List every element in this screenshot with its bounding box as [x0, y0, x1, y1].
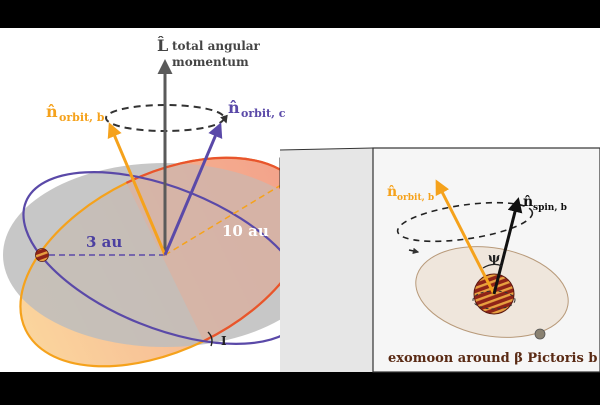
precession-arrow: [220, 114, 228, 124]
n-orbit-b-symbol: n̂: [46, 102, 58, 121]
inset-precession-arrow: [408, 247, 420, 255]
inset-precession: [396, 201, 534, 243]
inset-caption: exomoon around β Pictoris b: [388, 351, 597, 366]
inset-n-orbit-sub: orbit, b: [397, 193, 434, 203]
L-desc-line1: total angular: [172, 39, 261, 53]
exomoon: [534, 328, 546, 340]
dist-b-line: [164, 175, 297, 256]
n-orbit-c-symbol: n̂: [228, 98, 240, 117]
inclination-label: I: [221, 334, 227, 348]
inset-panel: ψ n̂ orbit, b n̂ spin, b exomoon around …: [372, 147, 600, 373]
n-orbit-c-sub: orbit, c: [241, 107, 286, 120]
inclination-arc: [207, 331, 213, 347]
n-spin-vector: [492, 197, 523, 295]
n-orbit-b-vector: [107, 122, 167, 256]
L-desc-line2: momentum: [172, 55, 249, 69]
dist-b-label: 10 au: [222, 222, 269, 240]
inset-n-spin-symbol: n̂: [523, 194, 533, 210]
inset-n-orbit-symbol: n̂: [387, 184, 397, 200]
inset-side: [280, 148, 373, 372]
psi-label: ψ: [488, 251, 500, 266]
n-orbit-b-sub: orbit, b: [59, 111, 105, 124]
planet-c: [35, 248, 49, 262]
n-orbit-c-vector: [163, 122, 223, 256]
inset-side-top: [279, 147, 374, 151]
inset-n-orbit-vector: [435, 179, 496, 295]
L-symbol: L̂: [157, 36, 168, 55]
dist-c-label: 3 au: [86, 233, 122, 251]
inset-n-spin-sub: spin, b: [533, 203, 567, 213]
psi-arc: [482, 263, 503, 269]
